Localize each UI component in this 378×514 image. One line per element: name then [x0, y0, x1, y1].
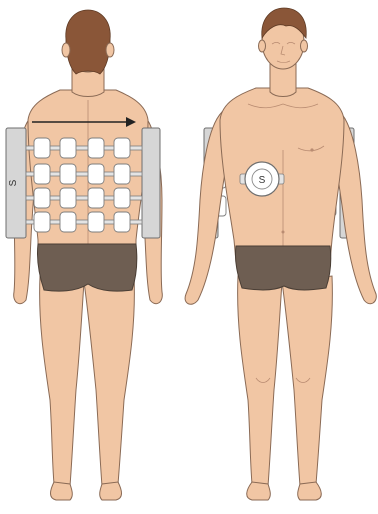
back-view-figure: S [6, 10, 162, 500]
front-right-nipple [310, 148, 313, 151]
back-pad [34, 188, 50, 208]
back-left-leg [40, 276, 84, 486]
back-pad [114, 138, 130, 158]
front-left-foot [247, 482, 271, 500]
back-pad [60, 164, 76, 184]
back-pad [88, 212, 104, 232]
front-view-figure: S [185, 8, 376, 500]
back-right-ear [106, 43, 114, 57]
back-left-foot [51, 482, 73, 500]
back-right-leg [84, 276, 134, 486]
back-pad [60, 188, 76, 208]
front-navel [282, 231, 285, 234]
back-hair [66, 10, 110, 74]
back-pad [114, 164, 130, 184]
back-right-electrode-panel [142, 128, 160, 238]
back-panel-label: S [8, 179, 19, 186]
back-pad [114, 188, 130, 208]
back-pad [114, 212, 130, 232]
front-right-ear [301, 40, 308, 52]
front-left-leg [238, 276, 282, 486]
back-pad [88, 138, 104, 158]
back-pad [60, 212, 76, 232]
front-right-foot [298, 482, 322, 500]
sensor-label: S [259, 175, 266, 186]
back-pad [88, 188, 104, 208]
back-left-ear [62, 43, 70, 57]
back-pad [34, 212, 50, 232]
front-left-ear [259, 40, 266, 52]
back-pad [34, 164, 50, 184]
front-briefs [235, 246, 330, 290]
back-pad [88, 164, 104, 184]
back-right-foot [100, 482, 122, 500]
back-pad [60, 138, 76, 158]
back-pad [34, 138, 50, 158]
back-briefs [37, 244, 136, 291]
